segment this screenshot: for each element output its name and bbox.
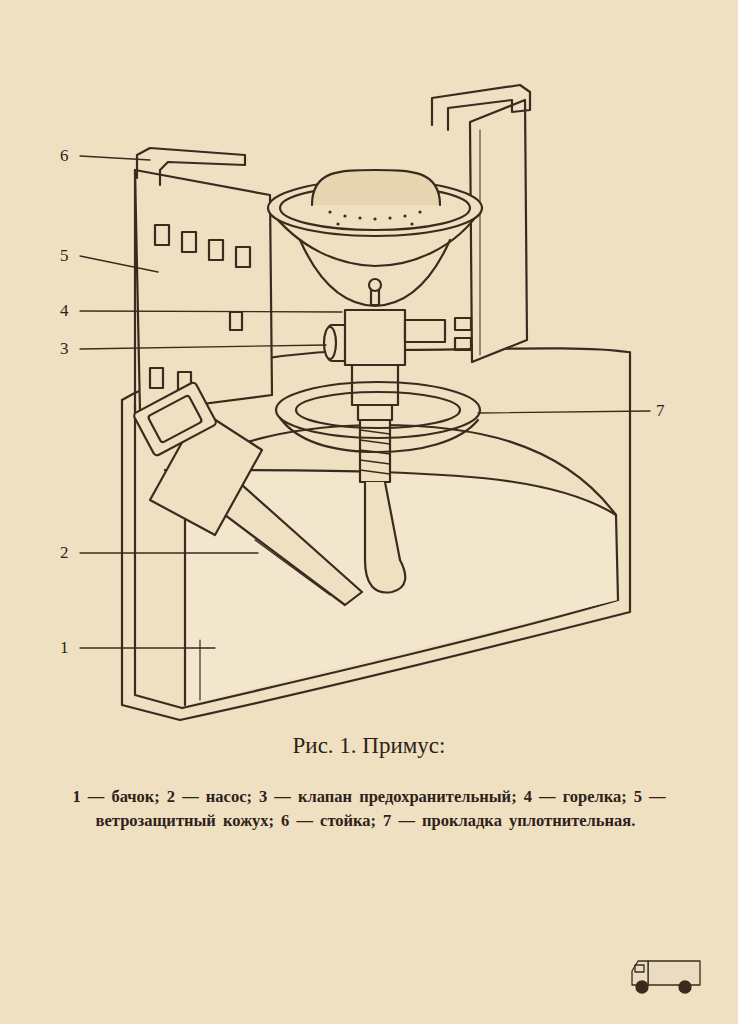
part-name: 7 — прокладка уплотнительная.: [383, 811, 635, 830]
callout-number: 1: [58, 639, 71, 656]
part-name: 3 — клапан предохранительный;: [259, 787, 517, 806]
part-name: 1 — бачок;: [72, 787, 159, 806]
part-name: 6 — стойка;: [281, 811, 376, 830]
part-name: 2 — насос;: [167, 787, 252, 806]
callout-number: 2: [58, 544, 71, 561]
stand-drawing: [137, 85, 530, 185]
pump-drawing: [133, 381, 362, 605]
callout-number: 3: [58, 340, 71, 357]
callout-number: 5: [58, 247, 71, 264]
burner-drawing: [268, 170, 482, 306]
leader-lines: [80, 156, 650, 648]
gasket-drawing: [276, 382, 480, 452]
callout-number: 6: [58, 147, 71, 164]
tank-drawing: [122, 348, 630, 720]
windshield-drawing: [135, 100, 527, 412]
figure-caption: Рис. 1. Примус:: [40, 733, 698, 759]
part-name: 4 — горелка;: [524, 787, 627, 806]
callout-number: 7: [654, 402, 667, 419]
callout-number: 4: [58, 302, 71, 319]
parts-list: 1 — бачок; 2 — насос; 3 — клапан предохран…: [48, 785, 690, 833]
truck-emblem: [632, 961, 700, 993]
